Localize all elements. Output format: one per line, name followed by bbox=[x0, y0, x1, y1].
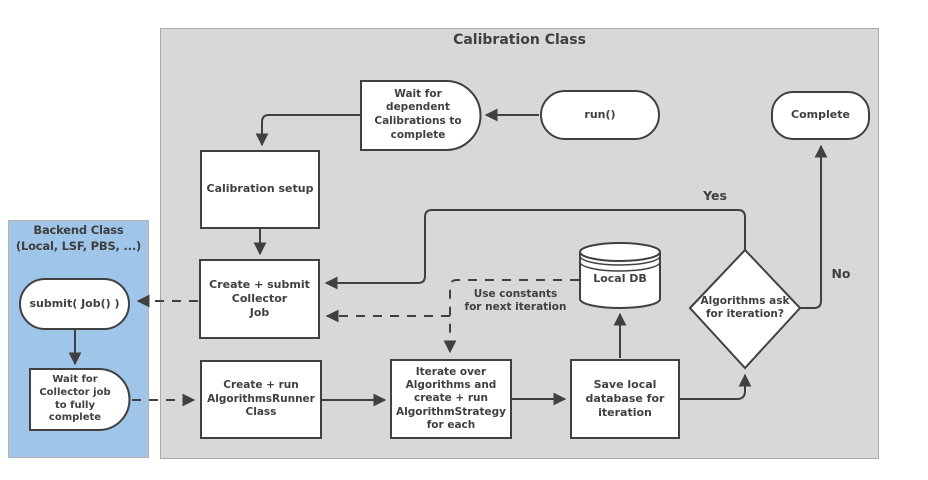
create-submit-collector-node: Create + submit Collector Job bbox=[199, 259, 320, 339]
wait-collector-delay-shape bbox=[29, 368, 131, 431]
edge-local-db-use-constants-to-iterate bbox=[443, 279, 579, 354]
backend-class-title: Backend Class (Local, LSF, PBS, ...) bbox=[15, 223, 142, 253]
use-constants-edge-label: Use constants for next iteration bbox=[464, 288, 567, 314]
local-db-label: Local DB bbox=[593, 271, 647, 285]
wait-dependent-label: Wait for dependent Calibrations to compl… bbox=[374, 87, 462, 141]
local-db-cylinder-stripe-2 bbox=[579, 261, 661, 272]
wait-dependent-delay-shape bbox=[360, 80, 482, 151]
local-db-cylinder-top bbox=[579, 242, 661, 262]
complete-node: Complete bbox=[771, 91, 870, 140]
no-edge-label: No bbox=[831, 266, 851, 281]
local-db-cylinder-body bbox=[579, 252, 661, 309]
local-db-cylinder-stripe-1 bbox=[579, 255, 661, 266]
edge-decision-no-to-complete bbox=[799, 144, 828, 309]
calibration-setup-node: Calibration setup bbox=[200, 150, 320, 229]
run-node: run() bbox=[540, 90, 660, 140]
create-run-algorithmsrunner-node: Create + run AlgorithmsRunner Class bbox=[200, 360, 322, 439]
edge-decision-yes-to-collector-job bbox=[324, 209, 746, 290]
wait-collector-label: Wait for Collector job to fully complete bbox=[39, 373, 111, 424]
decision-diamond-shape bbox=[688, 248, 802, 370]
calibration-class-title: Calibration Class bbox=[453, 32, 586, 48]
edge-wait-dependent-to-calibration-setup bbox=[255, 114, 360, 147]
decision-iteration-label: Algorithms ask for iteration? bbox=[700, 294, 790, 320]
save-local-database-node: Save local database for iteration bbox=[570, 359, 680, 439]
yes-edge-label: Yes bbox=[703, 188, 727, 203]
iterate-algorithms-node: Iterate over Algorithms and create + run… bbox=[390, 359, 512, 439]
submit-job-node: submit( Job() ) bbox=[19, 278, 130, 330]
edge-save-local-to-decision bbox=[680, 373, 752, 400]
